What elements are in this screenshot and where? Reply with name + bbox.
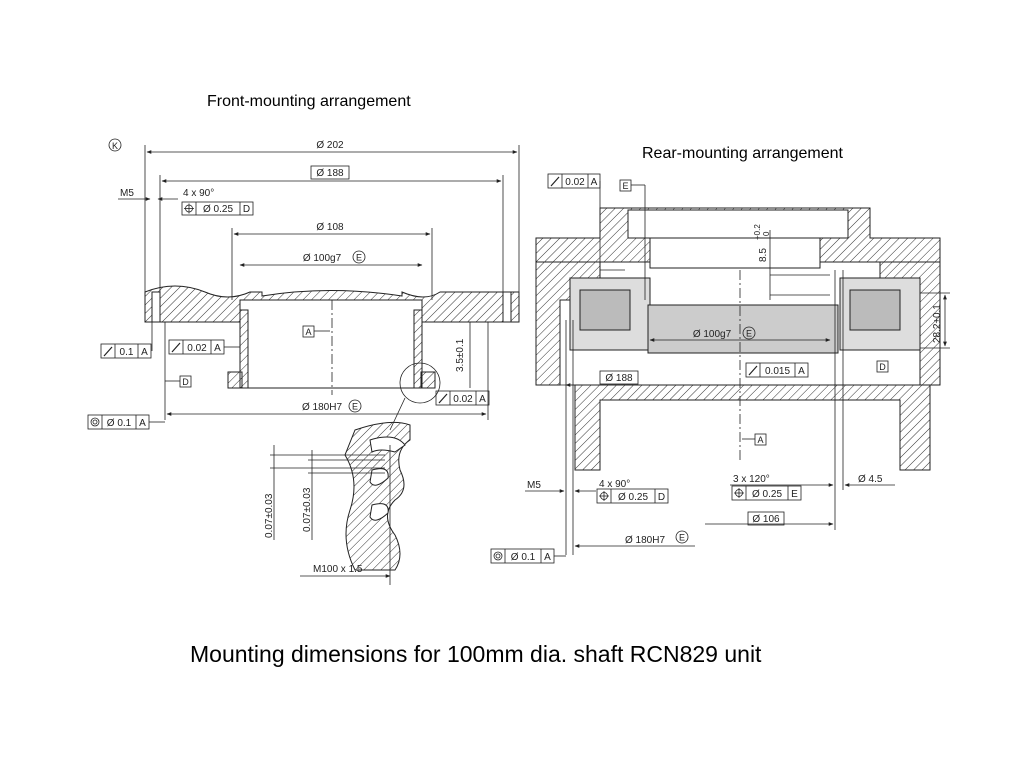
front-mounting-title: Front-mounting arrangement [207, 93, 411, 110]
rear-holes-3-label: 3 x 120° [733, 474, 770, 485]
dim-label-188: Ø 188 [316, 168, 344, 179]
bore-wall-left [239, 309, 249, 389]
runout-3-datum: A [479, 394, 486, 405]
runout-frame-3 [435, 390, 490, 406]
e-mark-text-2: E [352, 402, 358, 412]
runout-frame-1 [100, 343, 152, 359]
runout-1-value: 0.1 [120, 347, 134, 358]
rear-dim-label-100g7: Ø 100g7 [693, 329, 732, 340]
rear-dim-label-188: Ø 188 [605, 373, 633, 384]
seal-left [227, 371, 243, 389]
rear-dim-box-188 [599, 370, 639, 385]
dim-label-108: Ø 108 [316, 222, 344, 233]
rear-mounting-title: Rear-mounting arrangement [642, 145, 843, 162]
k-mark-text: K [112, 141, 118, 151]
rear-pos2-tol: Ø 0.25 [752, 489, 782, 500]
front-drawing: K Ø 202 Ø 188 M5 4 x 90° Ø 0.25 D Ø 108 [87, 138, 520, 585]
rear-drawing: 0.02 A E 8.5 +0.2 0 Ø 100g7 E 0.015 A Ø … [490, 173, 950, 564]
datum-a-label: A [305, 327, 311, 337]
rear-pos1-ref: D [658, 492, 665, 503]
dim-label-0-07-a: 0.07±0.03 [264, 493, 275, 538]
shaft [647, 304, 839, 354]
runout-2-value: 0.02 [187, 343, 207, 354]
rear-d45-label: Ø 4.5 [858, 474, 883, 485]
runout-icon [550, 176, 560, 187]
dim-box-188 [310, 165, 350, 180]
runout-3-value: 0.02 [453, 394, 473, 405]
concentricity-icon [90, 417, 100, 427]
datum-d-box [179, 375, 192, 388]
holes-4x90-label: 4 x 90° [183, 188, 214, 199]
rear-datum-a-box [754, 433, 767, 446]
rear-runout-value: 0.02 [565, 177, 585, 188]
rear-dim-label-106: Ø 106 [752, 514, 780, 525]
datum-a-box [302, 325, 315, 338]
dim-label-180h7: Ø 180H7 [302, 402, 342, 413]
rear-datum-d-label: D [879, 362, 886, 372]
position-tolerance: Ø 0.25 [203, 204, 233, 215]
datum-e-box [619, 179, 632, 192]
dim-label-28-2: 28.2±0.1 [932, 304, 943, 343]
dim-label-100g7: Ø 100g7 [303, 253, 342, 264]
detail-circle [399, 362, 441, 404]
tol-upper: +0.2 [753, 224, 762, 240]
runout-icon [438, 393, 448, 404]
thread-label: M100 x 1.5 [313, 564, 363, 575]
rear-runout-datum: A [591, 177, 598, 188]
rear-concentricity-datum: A [544, 552, 551, 563]
rear-e-circle: E [746, 329, 752, 339]
bore [239, 299, 423, 389]
rear-runout-2-value: 0.015 [765, 366, 790, 377]
k-mark-circle [108, 138, 122, 152]
rear-e-circle-2: E [679, 533, 685, 543]
position-frame [181, 201, 254, 216]
thread-m5-label: M5 [120, 188, 134, 199]
runout-icon [748, 365, 758, 376]
rear-dim-label-180h7: Ø 180H7 [625, 535, 665, 546]
rear-position-frame-1 [596, 488, 669, 504]
rear-pos1-tol: Ø 0.25 [618, 492, 648, 503]
dim-label-3-5: 3.5±0.1 [455, 338, 466, 372]
rear-runout-frame-2 [745, 362, 809, 378]
rear-holes-4-label: 4 x 90° [599, 479, 630, 490]
rear-concentricity-value: Ø 0.1 [511, 552, 536, 563]
datum-d-label: D [182, 377, 189, 387]
dim-label-0-07-b: 0.07±0.03 [302, 487, 313, 532]
figure-caption: Mounting dimensions for 100mm dia. shaft… [190, 641, 762, 667]
rear-dim-box-106 [747, 511, 785, 526]
tol-lower: 0 [762, 231, 771, 236]
runout-1-datum: A [141, 347, 148, 358]
housing-lower [574, 384, 931, 471]
concentricity-value: Ø 0.1 [107, 418, 132, 429]
rear-pos2-ref: E [791, 489, 798, 500]
thread-detail [344, 421, 411, 571]
dim-label-202: Ø 202 [316, 140, 344, 151]
e-mark-text: E [356, 253, 362, 263]
runout-icon [171, 342, 181, 353]
seal-right [420, 371, 436, 389]
position-datum: D [243, 204, 250, 215]
dim-label-8-5: 8.5 [758, 248, 769, 262]
concentricity-datum: A [139, 418, 146, 429]
runout-icon [103, 346, 113, 357]
runout-2-datum: A [214, 343, 221, 354]
rear-datum-a-label: A [757, 435, 763, 445]
rear-datum-d-box [876, 360, 889, 373]
rear-position-frame-2 [731, 485, 802, 501]
bore-wall-right [413, 309, 423, 389]
e-mark-circle [352, 250, 366, 264]
concentricity-icon [493, 551, 503, 561]
rear-runout-2-datum: A [798, 366, 805, 377]
rear-m5-label: M5 [527, 480, 541, 491]
datum-e-label: E [622, 181, 628, 191]
